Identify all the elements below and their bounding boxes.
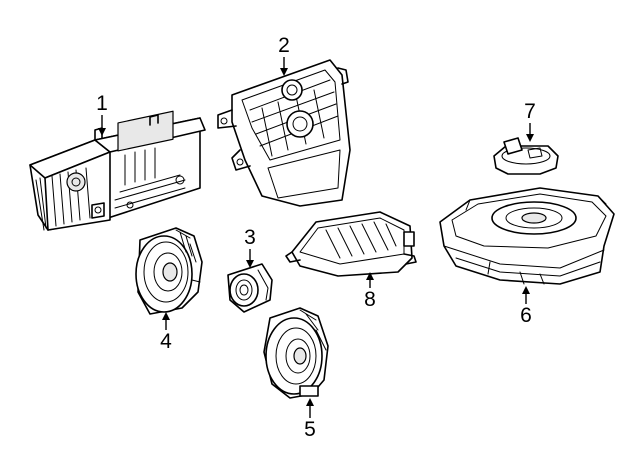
- callout-3-label: 3: [244, 226, 256, 249]
- part-8-amplifier[interactable]: [285, 211, 417, 277]
- callout-6: 6: [520, 286, 532, 327]
- part-5-speaker-bracket[interactable]: [263, 307, 329, 399]
- part-2-control-bezel[interactable]: [217, 59, 351, 207]
- part-1-radio-receiver[interactable]: [29, 110, 206, 231]
- callout-6-label: 6: [520, 304, 532, 327]
- callout-5-label: 5: [304, 418, 316, 441]
- callout-1: 1: [96, 92, 108, 136]
- part-3-tweeter[interactable]: [227, 263, 273, 313]
- part-6-subwoofer[interactable]: [439, 187, 615, 285]
- callout-2: 2: [278, 34, 290, 76]
- callout-2-label: 2: [278, 34, 290, 57]
- callout-5: 5: [304, 398, 316, 441]
- part-7-module[interactable]: [493, 137, 559, 175]
- part-4-door-speaker[interactable]: [135, 227, 203, 315]
- callout-8: 8: [364, 272, 376, 311]
- callout-8-label: 8: [364, 288, 376, 311]
- callout-7-label: 7: [524, 100, 536, 123]
- callout-7: 7: [524, 100, 536, 142]
- callout-4: 4: [160, 312, 172, 353]
- callout-3: 3: [244, 226, 256, 268]
- callout-4-label: 4: [160, 330, 172, 353]
- callout-1-label: 1: [96, 92, 108, 115]
